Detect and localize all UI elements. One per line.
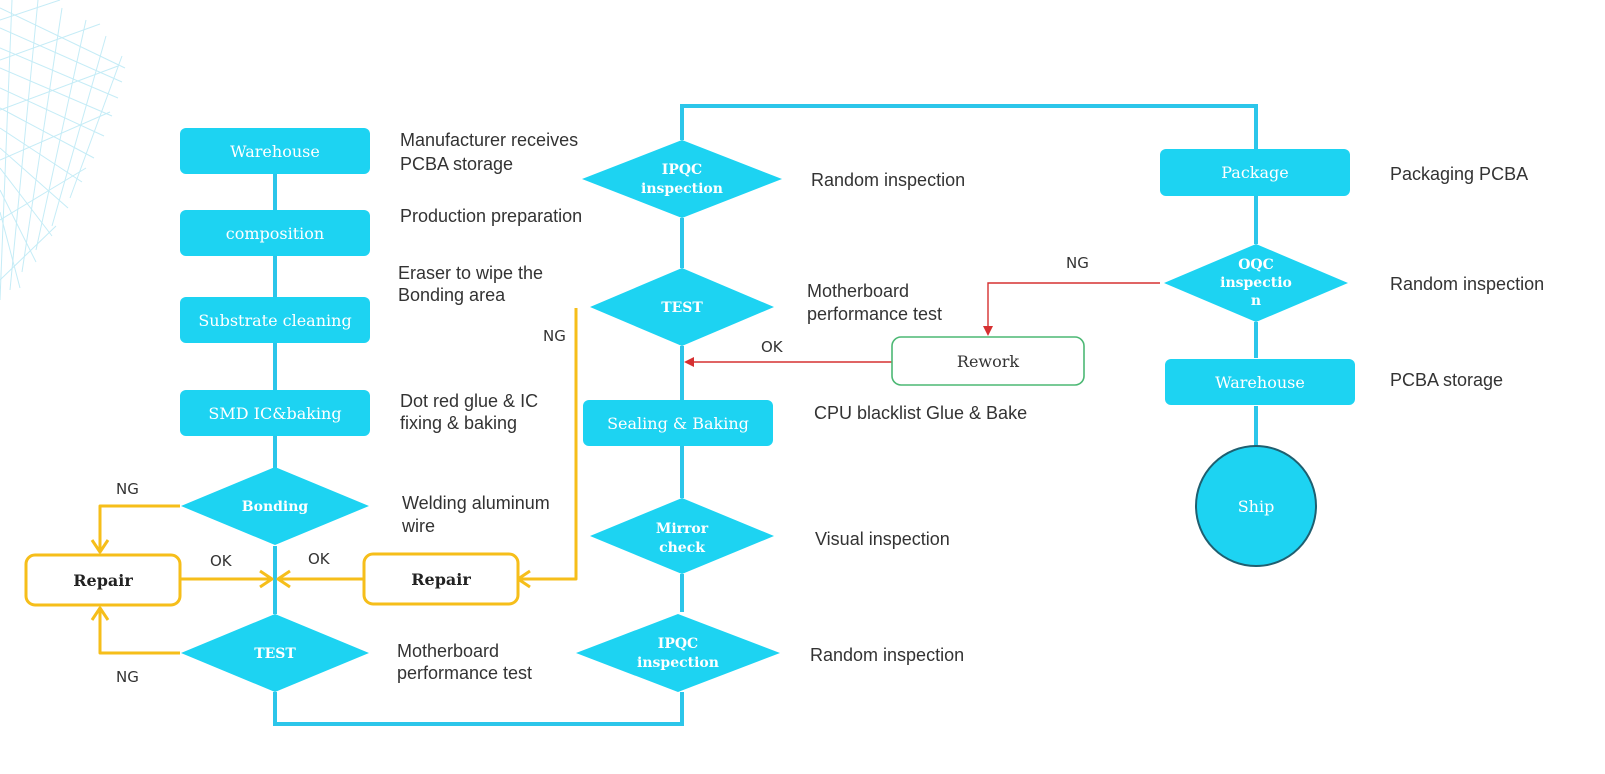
desc-smd-line-2: fixing & baking: [400, 413, 517, 433]
desc-composition: Production preparation: [400, 206, 582, 226]
node-sealing-baking-label: Sealing & Baking: [607, 414, 749, 433]
node-package-label: Package: [1221, 163, 1289, 182]
label-ok-rework: OK: [761, 338, 784, 356]
desc-substrate-cleaning-line-1: Eraser to wipe the: [398, 263, 543, 283]
node-test-2-label: TEST: [661, 300, 703, 316]
node-bonding-label: Bonding: [242, 499, 309, 515]
node-repair-left: Repair: [24, 553, 182, 607]
desc-test-2-line-2: performance test: [807, 304, 942, 324]
node-test-1-label: TEST: [254, 646, 296, 662]
node-oqc-line-1: OQC: [1238, 257, 1274, 273]
desc-test-1-line-1: Motherboard: [397, 641, 499, 661]
node-mirror-check: Mirror check: [590, 498, 774, 574]
node-ipqc-bottom-line-2: inspection: [637, 655, 719, 671]
desc-ipqc-bottom: Random inspection: [810, 645, 964, 665]
desc-warehouse-1-line-1: Manufacturer receives: [400, 130, 578, 150]
node-substrate-cleaning: Substrate cleaning: [180, 297, 370, 343]
desc-test-1-line-2: performance test: [397, 663, 532, 683]
node-warehouse-1: Warehouse: [180, 128, 370, 174]
node-test-1: TEST: [181, 614, 369, 692]
node-warehouse-1-label: Warehouse: [230, 142, 320, 161]
desc-warehouse-2: PCBA storage: [1390, 370, 1503, 390]
node-rework: Rework: [891, 336, 1085, 386]
desc-warehouse-1-line-2: PCBA storage: [400, 154, 513, 174]
node-warehouse-2-label: Warehouse: [1215, 373, 1305, 392]
node-composition-label: composition: [226, 224, 324, 243]
rework-lines: [684, 282, 1160, 367]
node-oqc-line-2: inspectio: [1220, 275, 1292, 291]
desc-bonding-line-2: wire: [401, 516, 435, 536]
desc-bonding-line-1: Welding aluminum: [402, 493, 550, 513]
label-ng-bonding: NG: [116, 480, 139, 498]
node-package: Package: [1160, 149, 1350, 196]
node-ipqc-bottom: IPQC inspection: [576, 614, 780, 692]
node-ship-label: Ship: [1238, 497, 1275, 516]
desc-sealing-baking: CPU blacklist Glue & Bake: [814, 403, 1027, 423]
node-bonding: Bonding: [181, 467, 369, 545]
desc-package: Packaging PCBA: [1390, 164, 1528, 184]
node-oqc-line-3: n: [1251, 293, 1261, 309]
node-repair-mid: Repair: [362, 552, 520, 606]
node-rework-label: Rework: [957, 352, 1019, 371]
node-substrate-cleaning-label: Substrate cleaning: [198, 311, 351, 330]
node-ipqc-top-line-2: inspection: [641, 181, 723, 197]
desc-oqc: Random inspection: [1390, 274, 1544, 294]
connectors: [273, 104, 1258, 726]
node-repair-left-label: Repair: [73, 571, 133, 590]
label-ok-repair-mid: OK: [308, 550, 331, 568]
node-mirror-check-line-1: Mirror: [656, 521, 709, 537]
label-ng-test-2: NG: [543, 327, 566, 345]
label-ng-oqc: NG: [1066, 254, 1089, 272]
node-warehouse-2: Warehouse: [1165, 359, 1355, 405]
repair-loops: [90, 308, 578, 655]
decorative-wireframe: [0, 0, 126, 301]
desc-mirror-check: Visual inspection: [815, 529, 950, 549]
desc-test-2-line-1: Motherboard: [807, 281, 909, 301]
node-mirror-check-line-2: check: [659, 540, 705, 556]
node-composition: composition: [180, 210, 370, 256]
node-sealing-baking: Sealing & Baking: [583, 400, 773, 446]
node-smd-ic-baking: SMD IC&baking: [180, 390, 370, 436]
node-ipqc-top-line-1: IPQC: [662, 162, 702, 178]
node-ship: Ship: [1195, 445, 1317, 567]
desc-smd-line-1: Dot red glue & IC: [400, 391, 538, 411]
node-smd-ic-baking-label: SMD IC&baking: [208, 404, 341, 423]
node-repair-mid-label: Repair: [411, 570, 471, 589]
desc-substrate-cleaning-line-2: Bonding area: [398, 285, 506, 305]
node-test-2: TEST: [590, 268, 774, 346]
label-ok-repair-left: OK: [210, 552, 233, 570]
node-oqc-inspection: OQC inspectio n: [1164, 244, 1348, 322]
node-ipqc-bottom-line-1: IPQC: [658, 636, 698, 652]
label-ng-test-1: NG: [116, 668, 139, 686]
node-ipqc-top: IPQC inspection: [582, 140, 782, 218]
desc-ipqc-top: Random inspection: [811, 170, 965, 190]
